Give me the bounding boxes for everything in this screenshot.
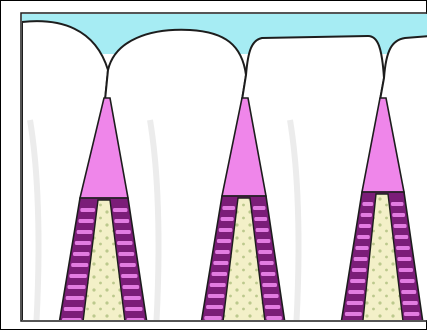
ligament-fiber-band [265,305,280,309]
ligament-fiber-band [262,283,277,287]
ligament-fiber-band [120,263,136,267]
ligament-fiber-band [217,239,231,243]
ligament-fiber-band [117,241,132,245]
ligament-fiber-band [403,301,418,305]
ligament-fiber-band [122,285,139,289]
ligament-fiber-band [254,217,267,221]
ligament-fiber-band [114,219,129,223]
ligament-fiber-band [121,274,137,278]
ligament-fiber-band [221,217,234,221]
ligament-fiber-band [362,202,373,206]
ligament-fiber-band [80,208,95,212]
ligament-fiber-band [73,252,90,256]
ligament-fiber-band [79,219,94,223]
ligament-fiber-band [124,296,141,300]
ligament-fiber-band [125,307,142,311]
ligament-fiber-band [71,263,88,267]
ligament-fiber-band [354,257,368,261]
ligament-fiber-band [394,224,407,228]
ligament-fiber-band [116,230,131,234]
ligament-fiber-band [258,250,272,254]
ligament-fiber-band [210,283,226,287]
ligament-fiber-band [256,228,269,232]
ligament-fiber-band [391,202,404,206]
ligament-fiber-band [213,261,228,265]
ligament-fiber-band [64,307,83,311]
ligament-fiber-band [212,272,228,276]
ligament-fiber-band [347,301,363,305]
ligament-fiber-band [397,257,411,261]
ligament-fiber-band [261,272,275,276]
ligament-fiber-band [348,290,364,294]
ligament-fiber-band [361,213,372,217]
ligament-fiber-band [222,206,235,210]
ligament-fiber-band [77,230,93,234]
ligament-fiber-band [396,246,410,250]
ligament-fiber-band [395,235,408,239]
ligament-fiber-band [113,208,128,212]
ligament-fiber-band [352,268,366,272]
ligament-fiber-band [266,316,282,320]
ligament-fiber-band [118,252,134,256]
ligament-fiber-band [66,296,85,300]
ligament-fiber-band [264,294,279,298]
ligament-fiber-band [357,235,370,239]
ligament-fiber-band [206,305,223,309]
ligament-fiber-band [392,213,405,217]
ligament-fiber-band [69,274,87,278]
ligament-fiber-band [219,228,233,232]
ligament-fiber-band [68,285,86,289]
ligament-fiber-band [204,316,221,320]
ligament-fiber-band [355,246,368,250]
ligament-fiber-band [253,206,266,210]
ligament-fiber-band [257,239,270,243]
ligament-fiber-band [208,294,224,298]
ligament-fiber-band [350,279,365,283]
ligament-fiber-band [401,290,416,294]
ligament-fiber-band [400,279,415,283]
ligament-fiber-band [75,241,91,245]
ligament-fiber-band [345,312,362,316]
ligament-fiber-band [399,268,413,272]
ligament-fiber-band [404,312,420,316]
ligament-fiber-band [215,250,230,254]
ligament-fiber-band [260,261,274,265]
ligament-fiber-band [359,224,371,228]
